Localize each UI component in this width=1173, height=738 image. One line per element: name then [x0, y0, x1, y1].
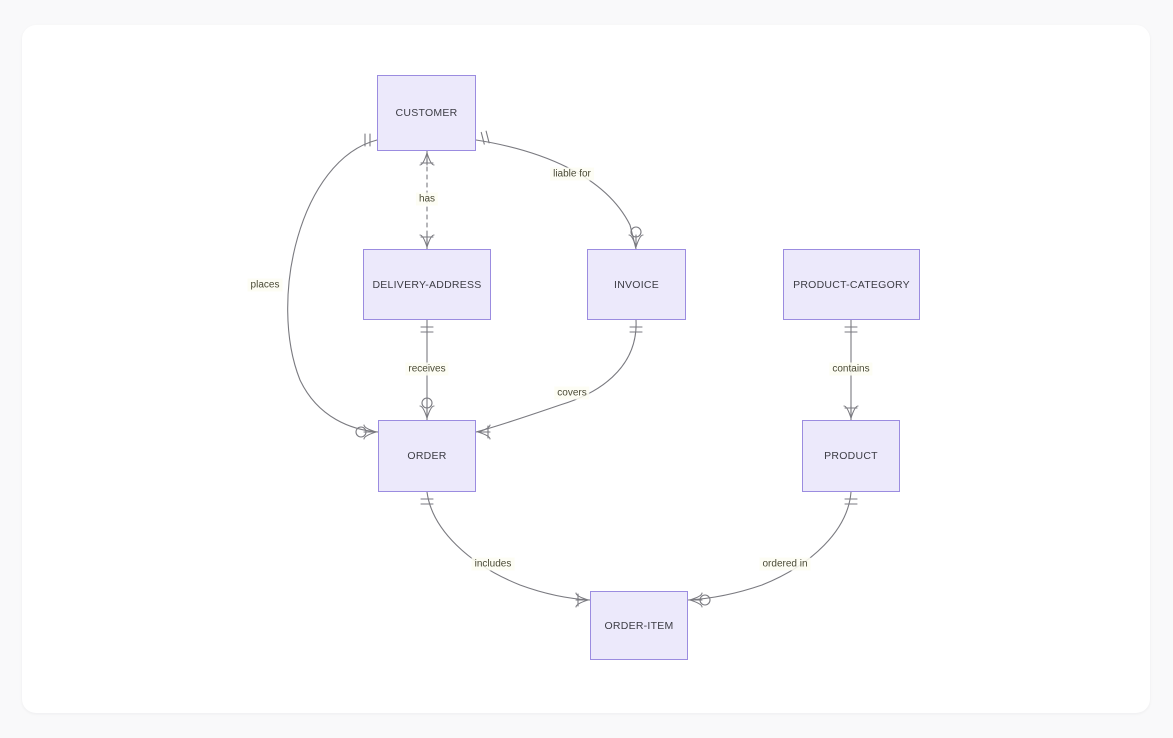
cardinality-places-from: [364, 133, 371, 147]
cardinality-places-to: [355, 424, 377, 440]
connector-places: [287, 139, 379, 433]
cardinality-ordered-in-to: [689, 592, 711, 608]
entity-label: ORDER: [407, 450, 447, 462]
cardinality-contains-from: [844, 326, 858, 333]
relationship-label-ordered-in: ordered in: [759, 557, 811, 571]
cardinality-receives-from: [420, 326, 434, 333]
entity-label: ORDER-ITEM: [604, 619, 674, 632]
entity-label: INVOICE: [614, 278, 659, 291]
entity-label: CUSTOMER: [395, 107, 458, 119]
relationship-label-covers: covers: [554, 386, 590, 400]
diagram-card: [22, 25, 1150, 713]
cardinality-has-to: [419, 234, 435, 248]
relationship-label-includes: includes: [471, 557, 515, 571]
cardinality-contains-to: [843, 405, 859, 419]
cardinality-covers-to: [477, 424, 491, 440]
cardinality-liable-for-to: [628, 226, 644, 248]
cardinality-includes-from: [420, 498, 434, 505]
connector-layer: [287, 130, 859, 608]
entity-delivery-address[interactable]: DELIVERY-ADDRESS: [363, 249, 491, 320]
entity-order[interactable]: ORDER: [378, 420, 476, 492]
entity-invoice[interactable]: INVOICE: [587, 249, 686, 320]
connector-covers: [475, 319, 637, 433]
cardinality-liable-for-from: [480, 130, 490, 145]
relationship-label-places: places: [247, 278, 283, 292]
cardinality-has-from: [419, 152, 435, 166]
connector-ordered-in: [687, 491, 852, 601]
connector-liable-for: [475, 139, 637, 250]
relationship-label-receives: receives: [405, 362, 449, 376]
cardinality-receives-to: [419, 397, 435, 419]
entity-customer[interactable]: CUSTOMER: [377, 75, 476, 151]
entity-label: DELIVERY-ADDRESS: [372, 278, 482, 291]
entity-label: PRODUCT: [824, 450, 878, 462]
entity-product[interactable]: PRODUCT: [802, 420, 900, 492]
cardinality-ordered-in-from: [844, 498, 858, 505]
entity-order-item[interactable]: ORDER-ITEM: [590, 591, 688, 660]
relationship-label-contains: contains: [829, 362, 873, 376]
connector-includes: [426, 491, 591, 601]
relationship-label-has: has: [415, 192, 439, 206]
cardinality-covers-from: [629, 326, 643, 333]
cardinality-includes-to: [575, 592, 589, 608]
relationship-label-liable-for: liable for: [550, 167, 594, 181]
entity-product-category[interactable]: PRODUCT-CATEGORY: [783, 249, 920, 320]
entity-label: PRODUCT-CATEGORY: [793, 278, 910, 291]
